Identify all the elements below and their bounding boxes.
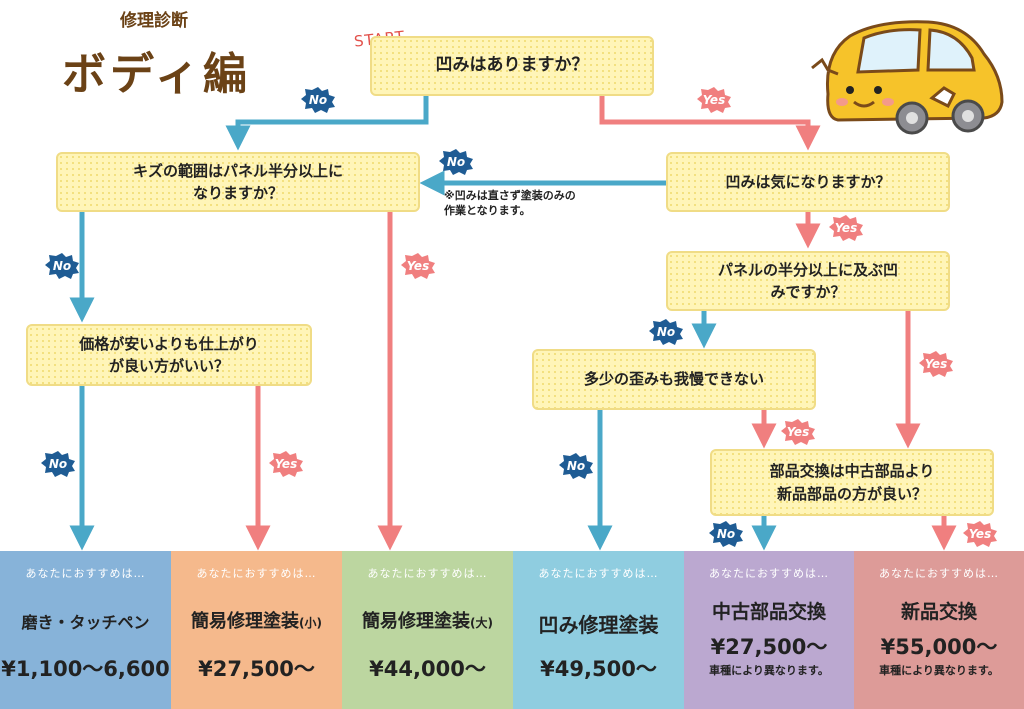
result-simple-repair-small: あなたにおすすめは… 簡易修理塗装(小) ¥27,500～ — [171, 551, 342, 709]
yes-badge: Yes — [400, 252, 436, 280]
diagnosis-subtitle: 修理診断 — [120, 11, 188, 31]
result-intro: あなたにおすすめは… — [367, 567, 488, 580]
smiling-car-icon — [811, 20, 1004, 135]
result-price: ¥44,000～ — [369, 657, 486, 681]
result-price: ¥27,500～ — [198, 657, 315, 681]
result-note: 車種により異なります。 — [879, 664, 999, 677]
question-scratch-range: キズの範囲はパネル半分以上に なりますか？ — [56, 152, 420, 212]
paint-only-note: ※凹みは直さず塗装のみの 作業となります。 — [444, 189, 576, 217]
yes-badge: Yes — [918, 350, 954, 378]
result-new-parts: あなたにおすすめは… 新品交換 ¥55,000～ 車種により異なります。 — [854, 551, 1024, 709]
result-price: ¥55,000～ — [880, 635, 998, 659]
result-polish-touchpen: あなたにおすすめは… 磨き・タッチペン ¥1,100～6,600 — [0, 551, 171, 709]
result-price: ¥1,100～6,600 — [1, 657, 170, 681]
result-simple-repair-large: あなたにおすすめは… 簡易修理塗装(大) ¥44,000～ — [342, 551, 513, 709]
no-badge: No — [44, 252, 80, 280]
no-badge: No — [300, 86, 336, 114]
result-used-parts: あなたにおすすめは… 中古部品交換 ¥27,500～ 車種により異なります。 — [684, 551, 854, 709]
q1-no-connector — [225, 96, 429, 151]
result-intro: あなたにおすすめは… — [709, 567, 829, 580]
result-intro: あなたにおすすめは… — [25, 567, 146, 580]
yes-badge: Yes — [828, 214, 864, 242]
result-name: 簡易修理塗装(大) — [362, 611, 493, 632]
question-new-parts: 部品交換は中古部品より 新品部品の方が良い？ — [710, 449, 994, 516]
result-intro: あなたにおすすめは… — [196, 567, 317, 580]
page-title: ボディ編 — [62, 49, 251, 100]
yes-badge: Yes — [780, 418, 816, 446]
q1-yes-connector — [599, 96, 821, 151]
yes-badge: Yes — [268, 450, 304, 478]
result-intro: あなたにおすすめは… — [538, 567, 659, 580]
result-price: ¥27,500～ — [710, 635, 828, 659]
no-badge: No — [438, 148, 474, 176]
result-intro: あなたにおすすめは… — [879, 567, 999, 580]
result-name: 磨き・タッチペン — [21, 613, 150, 632]
yes-badge: Yes — [962, 520, 998, 548]
result-name: 凹み修理塗装 — [538, 613, 659, 637]
question-dent-bother: 凹みは気になりますか？ — [666, 152, 950, 212]
question-quality-over-price: 価格が安いよりも仕上がり が良い方がいい？ — [26, 324, 312, 386]
result-note: 車種により異なります。 — [709, 664, 829, 677]
result-name: 中古部品交換 — [711, 601, 826, 623]
no-badge: No — [708, 520, 744, 548]
no-badge: No — [40, 450, 76, 478]
no-badge: No — [648, 318, 684, 346]
result-name: 簡易修理塗装(小) — [191, 611, 322, 632]
no-badge: No — [558, 452, 594, 480]
question-dent-half-panel: パネルの半分以上に及ぶ凹 みですか？ — [666, 251, 950, 311]
question-no-distortion: 多少の歪みも我慢できない — [532, 349, 816, 410]
result-dent-repair: あなたにおすすめは… 凹み修理塗装 ¥49,500～ — [513, 551, 684, 709]
result-price: ¥49,500～ — [540, 657, 657, 681]
yes-badge: Yes — [696, 86, 732, 114]
question-dent-exists: 凹みはありますか？ — [370, 36, 654, 96]
result-name: 新品交換 — [900, 601, 977, 623]
